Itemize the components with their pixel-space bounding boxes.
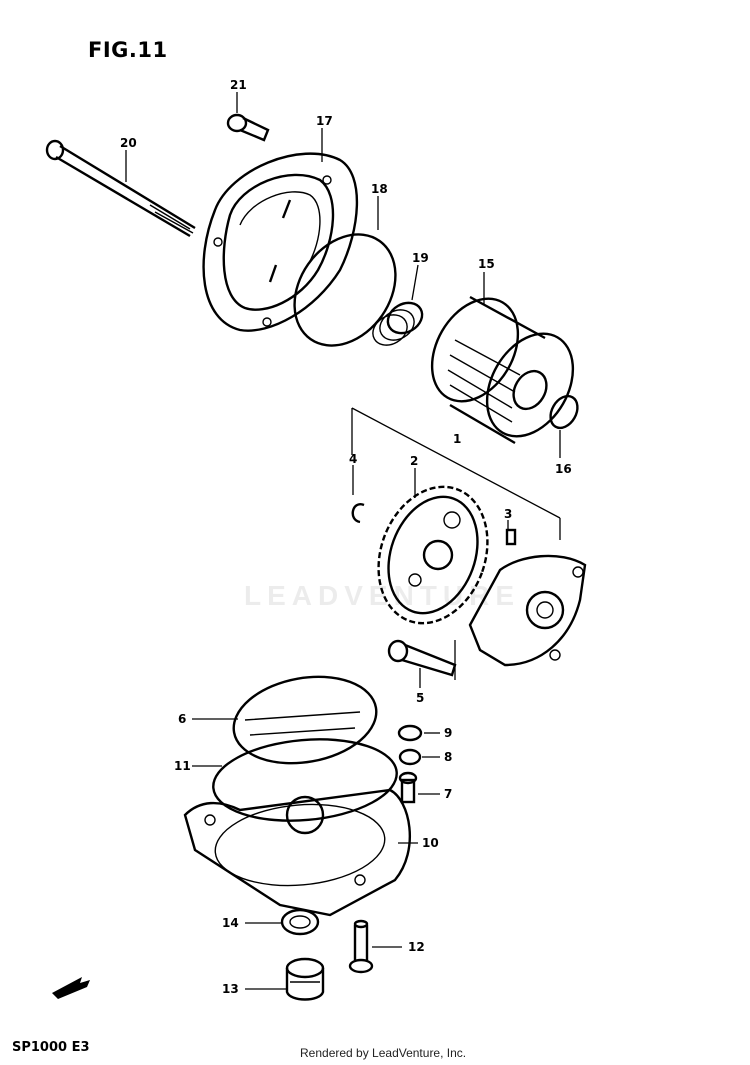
front-direction-arrow-icon — [52, 977, 90, 999]
part-13-drain-plug[interactable] — [285, 957, 325, 1001]
part-21-small-bolt[interactable] — [226, 113, 270, 142]
part-17-filter-cover[interactable] — [202, 152, 359, 332]
part-3-dowel-pin[interactable] — [505, 528, 517, 546]
part-12-bolt[interactable] — [348, 919, 374, 974]
part-2-drive-gear[interactable] — [360, 471, 506, 638]
callout-17: 17 — [316, 114, 333, 128]
leader-lines — [125, 92, 561, 990]
part-5-pump-bolt[interactable] — [387, 639, 457, 677]
part-15-oil-filter[interactable] — [415, 283, 591, 451]
part-4-circlip[interactable] — [351, 503, 365, 524]
figure-title: FIG.11 — [88, 38, 168, 62]
part-18-o-ring[interactable] — [274, 215, 417, 365]
model-code-label: SP1000 E3 — [12, 1040, 90, 1055]
part-11-o-ring[interactable] — [210, 732, 400, 828]
watermark-text: LEADVENTURE — [244, 580, 521, 611]
render-credit: Rendered by LeadVenture, Inc. — [300, 1046, 467, 1060]
part-1-oil-pump[interactable] — [468, 554, 587, 667]
callout-2: 2 — [410, 454, 418, 468]
callout-9: 9 — [444, 726, 452, 740]
callout-15: 15 — [478, 257, 495, 271]
callout-3: 3 — [504, 507, 512, 521]
callout-6: 6 — [178, 712, 186, 726]
part-10-oil-pan-cover[interactable] — [183, 788, 411, 917]
part-16-small-o-ring[interactable] — [545, 391, 583, 432]
callout-4: 4 — [349, 452, 357, 466]
part-9-washer[interactable] — [397, 724, 423, 742]
part-8-washer[interactable] — [398, 748, 422, 766]
part-7-bolt[interactable] — [398, 771, 418, 804]
callout-21: 21 — [230, 78, 247, 92]
callout-7: 7 — [444, 787, 452, 801]
callout-11: 11 — [174, 759, 191, 773]
callout-14: 14 — [222, 916, 239, 930]
callout-8: 8 — [444, 750, 452, 764]
callout-16: 16 — [555, 462, 572, 476]
callout-1: 1 — [453, 432, 461, 446]
callout-12: 12 — [408, 940, 425, 954]
callout-10: 10 — [422, 836, 439, 850]
callout-5: 5 — [416, 691, 424, 705]
callout-20: 20 — [120, 136, 137, 150]
part-14-drain-gasket[interactable] — [280, 908, 320, 936]
part-19-spring[interactable] — [367, 297, 427, 351]
callout-19: 19 — [412, 251, 429, 265]
part-20-long-bolt[interactable] — [45, 139, 196, 238]
callout-18: 18 — [371, 182, 388, 196]
callout-13: 13 — [222, 982, 239, 996]
part-6-oil-strainer[interactable] — [227, 666, 383, 774]
